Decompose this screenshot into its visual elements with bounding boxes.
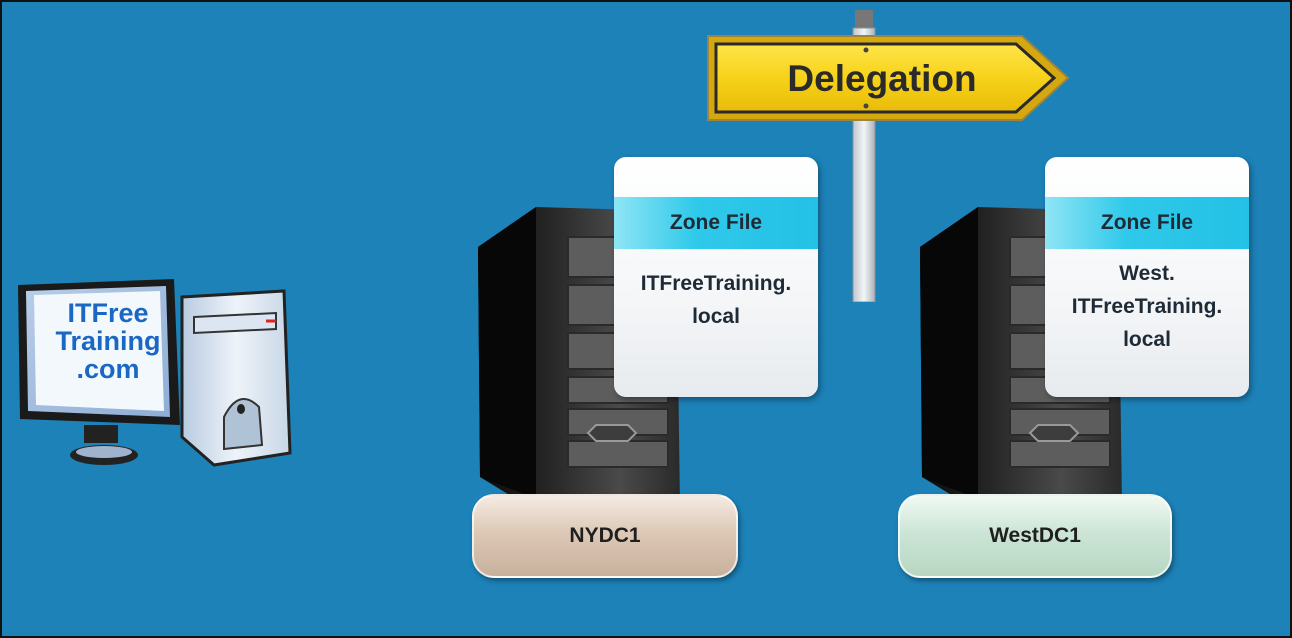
server-name-plate-nydc1: NYDC1 [472,494,738,578]
delegation-label: Delegation [787,58,977,99]
zone-file-header: Zone File [1045,197,1249,249]
zone-file-card-nydc1: Zone File ITFreeTraining. local [614,157,818,397]
server-name-label: WestDC1 [989,524,1081,547]
zone-name: West. ITFreeTraining. local [1071,262,1223,351]
zone-file-title: Zone File [1100,211,1194,234]
server-name-label: NYDC1 [569,524,641,547]
computer-icon: ITFree Training .com [14,277,314,477]
itfreetraining-logo: ITFree Training .com [55,298,161,384]
zone-file-header: Zone File [614,197,818,249]
signpost-icon [702,26,1082,141]
zone-file-title: Zone File [669,211,763,234]
server-name-plate-westdc1: WestDC1 [898,494,1172,578]
zone-name: ITFreeTraining. local [640,272,792,328]
zone-file-card-westdc1: Zone File West. ITFreeTraining. local [1045,157,1249,397]
